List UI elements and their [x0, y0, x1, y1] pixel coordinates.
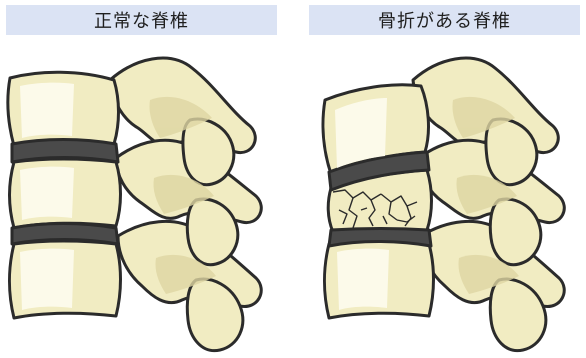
normal-spine-title: 正常な脊椎 [6, 5, 277, 35]
body-highlight-3 [20, 248, 74, 310]
fractured-spine-title: 骨折がある脊椎 [309, 5, 580, 35]
fractured-spine-svg [321, 56, 566, 353]
intervertebral-disc-1 [327, 150, 431, 192]
intervertebral-disc-2 [10, 222, 120, 246]
intervertebral-disc-2 [327, 227, 433, 248]
fractured-spine-illustration [303, 40, 586, 358]
fractured-spine-panel: 骨折がある脊椎 [303, 0, 586, 358]
inferior-process-1 [181, 117, 236, 187]
body-highlight-2 [20, 166, 74, 220]
normal-spine-panel: 正常な脊椎 [0, 0, 283, 358]
inferior-process-3 [185, 277, 245, 353]
inferior-process-2 [185, 197, 240, 267]
normal-spine-title-text: 正常な脊椎 [94, 11, 189, 32]
inferior-process-2 [488, 197, 543, 267]
fracture-cracks [332, 189, 418, 229]
normal-spine-illustration [0, 40, 283, 358]
inferior-process-3 [488, 277, 548, 353]
normal-spine-svg [6, 56, 263, 353]
fractured-spine-title-text: 骨折がある脊椎 [378, 11, 511, 32]
inferior-process-1 [484, 117, 539, 187]
intervertebral-disc-1 [10, 138, 120, 164]
body-highlight-1 [20, 82, 74, 138]
